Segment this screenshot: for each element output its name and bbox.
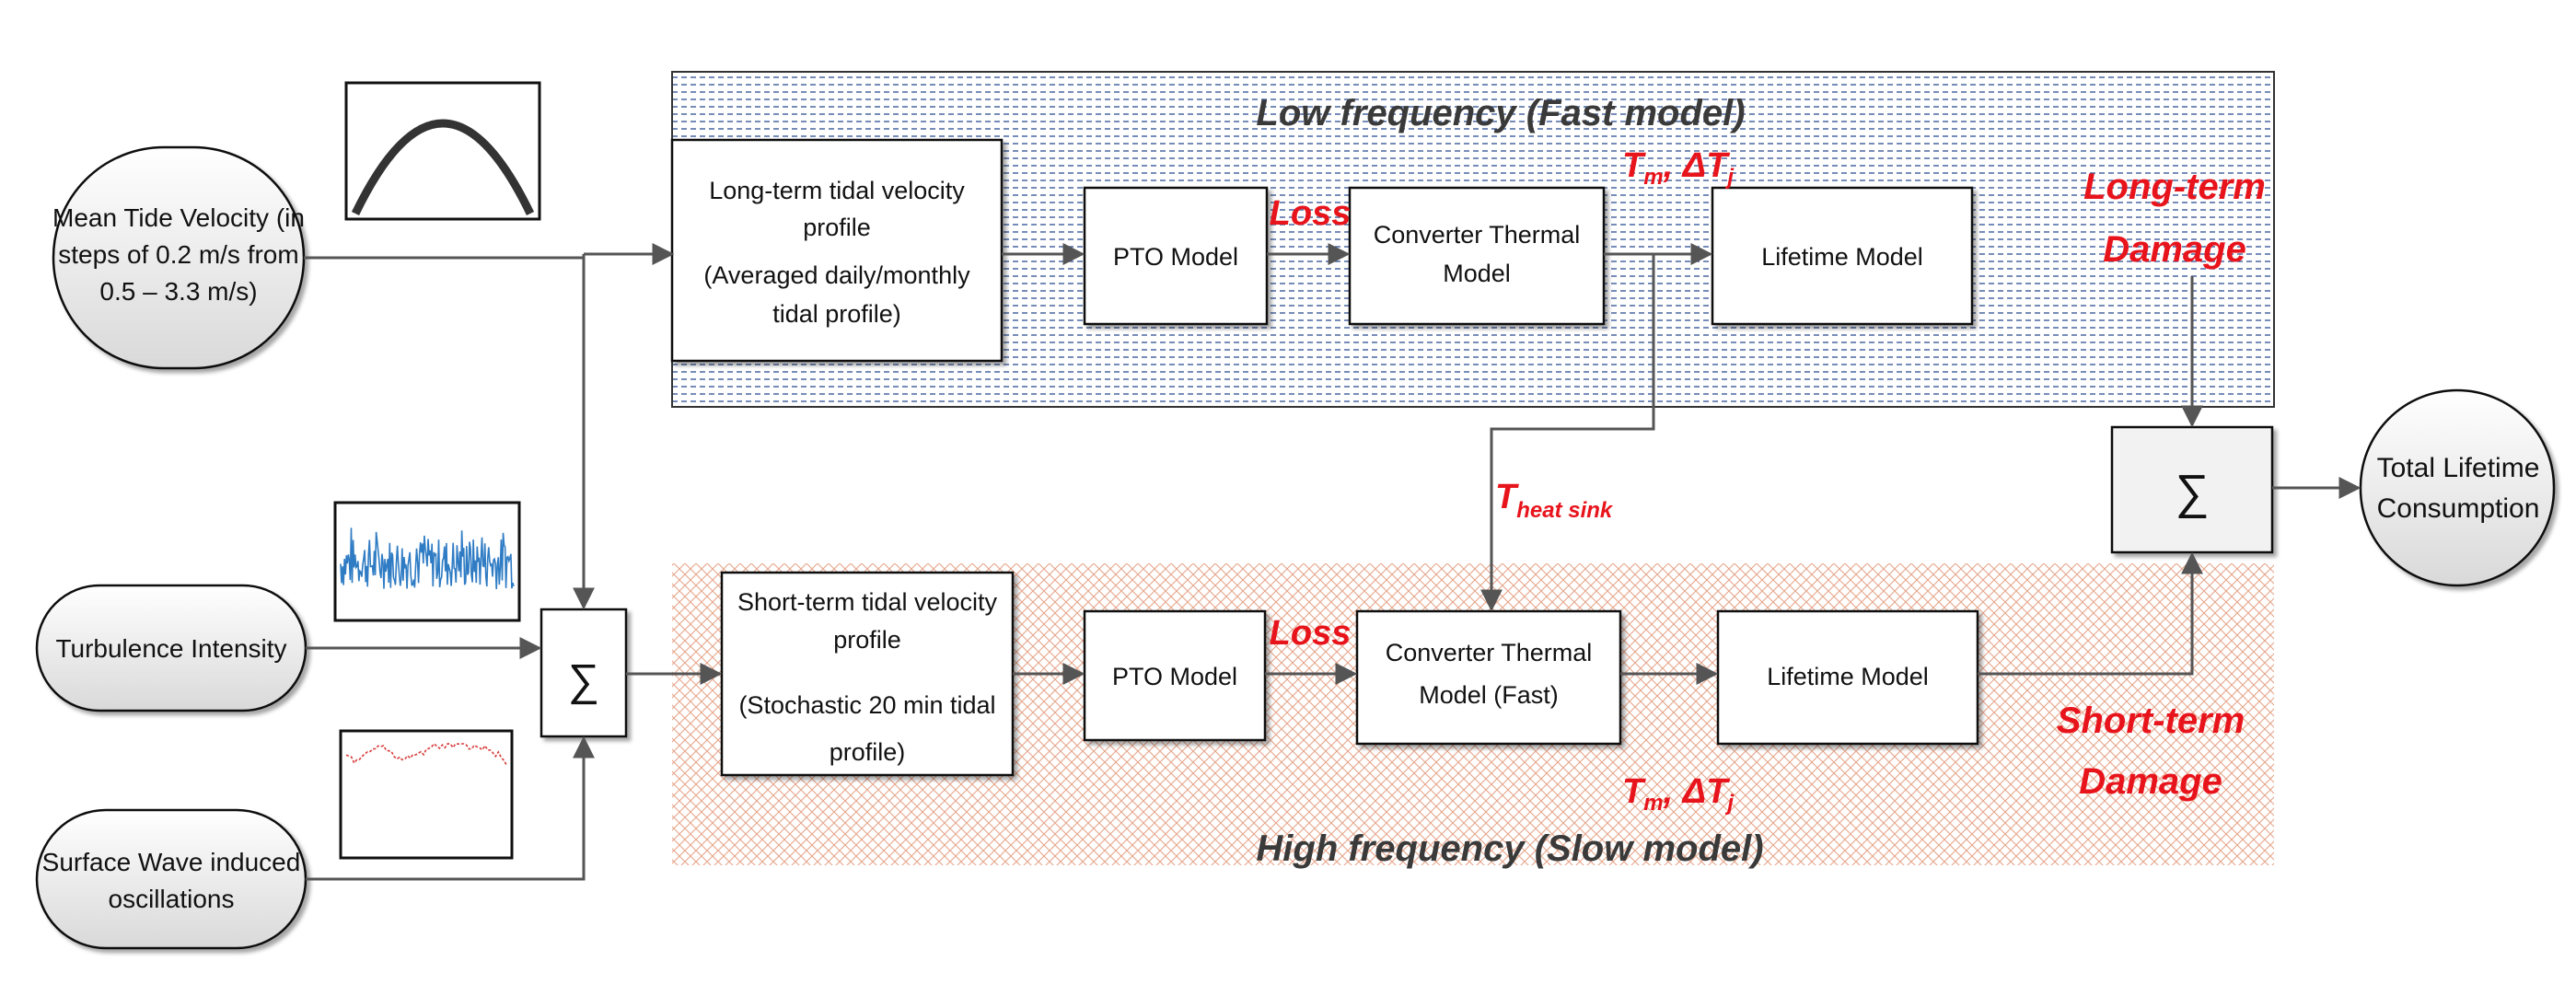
thermal-low-line-2: Model (1443, 260, 1511, 287)
thermal-high-line-1: Converter Thermal (1386, 639, 1593, 666)
output-line-2: Consumption (2377, 493, 2540, 524)
mean-tide-line-1: Mean Tide Velocity (in (52, 203, 305, 232)
turbulence-label: Turbulence Intensity (55, 634, 286, 663)
surface-wave-line-2: oscillations (109, 885, 235, 913)
pto-model-low-block: PTO Model (1083, 186, 1269, 326)
short-profile-line-1: Short-term tidal velocity (737, 588, 998, 616)
long-profile-line-1: Long-term tidal velocity (709, 177, 965, 204)
tm-dtj-low-label: Tm, ΔTj (1622, 146, 1735, 190)
long-profile-line-3: (Averaged daily/monthly (703, 261, 970, 289)
arrow-heat-sink-to-thermal-high (1480, 252, 1655, 612)
connectors (304, 243, 2361, 881)
loss-high-label: Loss (1270, 614, 1352, 653)
pto-model-high-block: PTO Model (1083, 609, 1267, 742)
turbulence-plot-icon (333, 501, 521, 622)
mean-tide-line-2: steps of 0.2 m/s from (58, 240, 298, 269)
annotations: Loss Loss Tm, ΔTj Tm, ΔTj Theat sink Lon… (1270, 146, 2266, 816)
long-term-damage-line-2: Damage (2103, 229, 2246, 270)
output-line-1: Total Lifetime (2377, 453, 2540, 483)
arrow-lifetime-high-to-sum (1978, 551, 2203, 676)
converter-thermal-high-block: Converter Thermal Model (Fast) (1355, 609, 1622, 746)
tm-dtj-high-label: Tm, ΔTj (1622, 772, 1735, 816)
converter-thermal-low-block: Converter Thermal Model (1348, 186, 1606, 326)
short-profile-line-2: profile (833, 626, 901, 654)
low-frequency-title: Low frequency (Fast model) (1256, 93, 1745, 133)
input-sum-symbol: ∑ (568, 656, 599, 705)
surface-wave-line-1: Surface Wave induced (42, 848, 301, 876)
pto-high-label: PTO Model (1112, 663, 1237, 690)
long-term-damage-line-1: Long-term (2083, 167, 2266, 207)
thermal-low-line-1: Converter Thermal (1374, 221, 1581, 249)
high-frequency-title: High frequency (Slow model) (1256, 828, 1763, 869)
input-sum-block: ∑ (540, 608, 628, 738)
wave-plot-icon (339, 729, 514, 860)
short-term-damage-line-2: Damage (2079, 761, 2222, 802)
output-sum-block: ∑ (2110, 425, 2274, 554)
heat-sink-label: Theat sink (1495, 478, 1614, 523)
output-sum-symbol: ∑ (2175, 466, 2209, 519)
loss-low-label: Loss (1270, 194, 1352, 233)
total-lifetime-consumption-output: Total Lifetime Consumption (2359, 388, 2556, 587)
lifetime-high-label: Lifetime Model (1767, 663, 1929, 690)
long-profile-line-4: tidal profile) (772, 300, 901, 328)
short-profile-line-3: (Stochastic 20 min tidal (738, 691, 995, 719)
turbulence-intensity-input: Turbulence Intensity (35, 584, 307, 712)
pto-low-label: PTO Model (1113, 243, 1238, 271)
long-term-profile-block: Long-term tidal velocity profile (Averag… (670, 138, 1004, 363)
short-term-damage-line-1: Short-term (2057, 701, 2245, 741)
thermal-high-line-2: Model (Fast) (1419, 681, 1559, 709)
mean-tide-line-3: 0.5 – 3.3 m/s) (99, 277, 257, 306)
lifetime-model-low-block: Lifetime Model (1711, 186, 1974, 326)
short-term-profile-block: Short-term tidal velocity profile (Stoch… (720, 571, 1015, 777)
short-profile-line-4: profile) (830, 738, 906, 766)
arrow-wave-to-sum (306, 735, 595, 881)
parabola-plot-icon (344, 81, 541, 221)
surface-wave-input: Surface Wave induced oscillations (35, 808, 307, 950)
long-profile-line-2: profile (803, 214, 871, 241)
lifetime-low-label: Lifetime Model (1761, 243, 1923, 271)
mean-tide-velocity-input: Mean Tide Velocity (in steps of 0.2 m/s … (52, 145, 306, 370)
lifetime-model-high-block: Lifetime Model (1716, 609, 1979, 746)
arrow-tide-to-long-profile (304, 254, 586, 260)
